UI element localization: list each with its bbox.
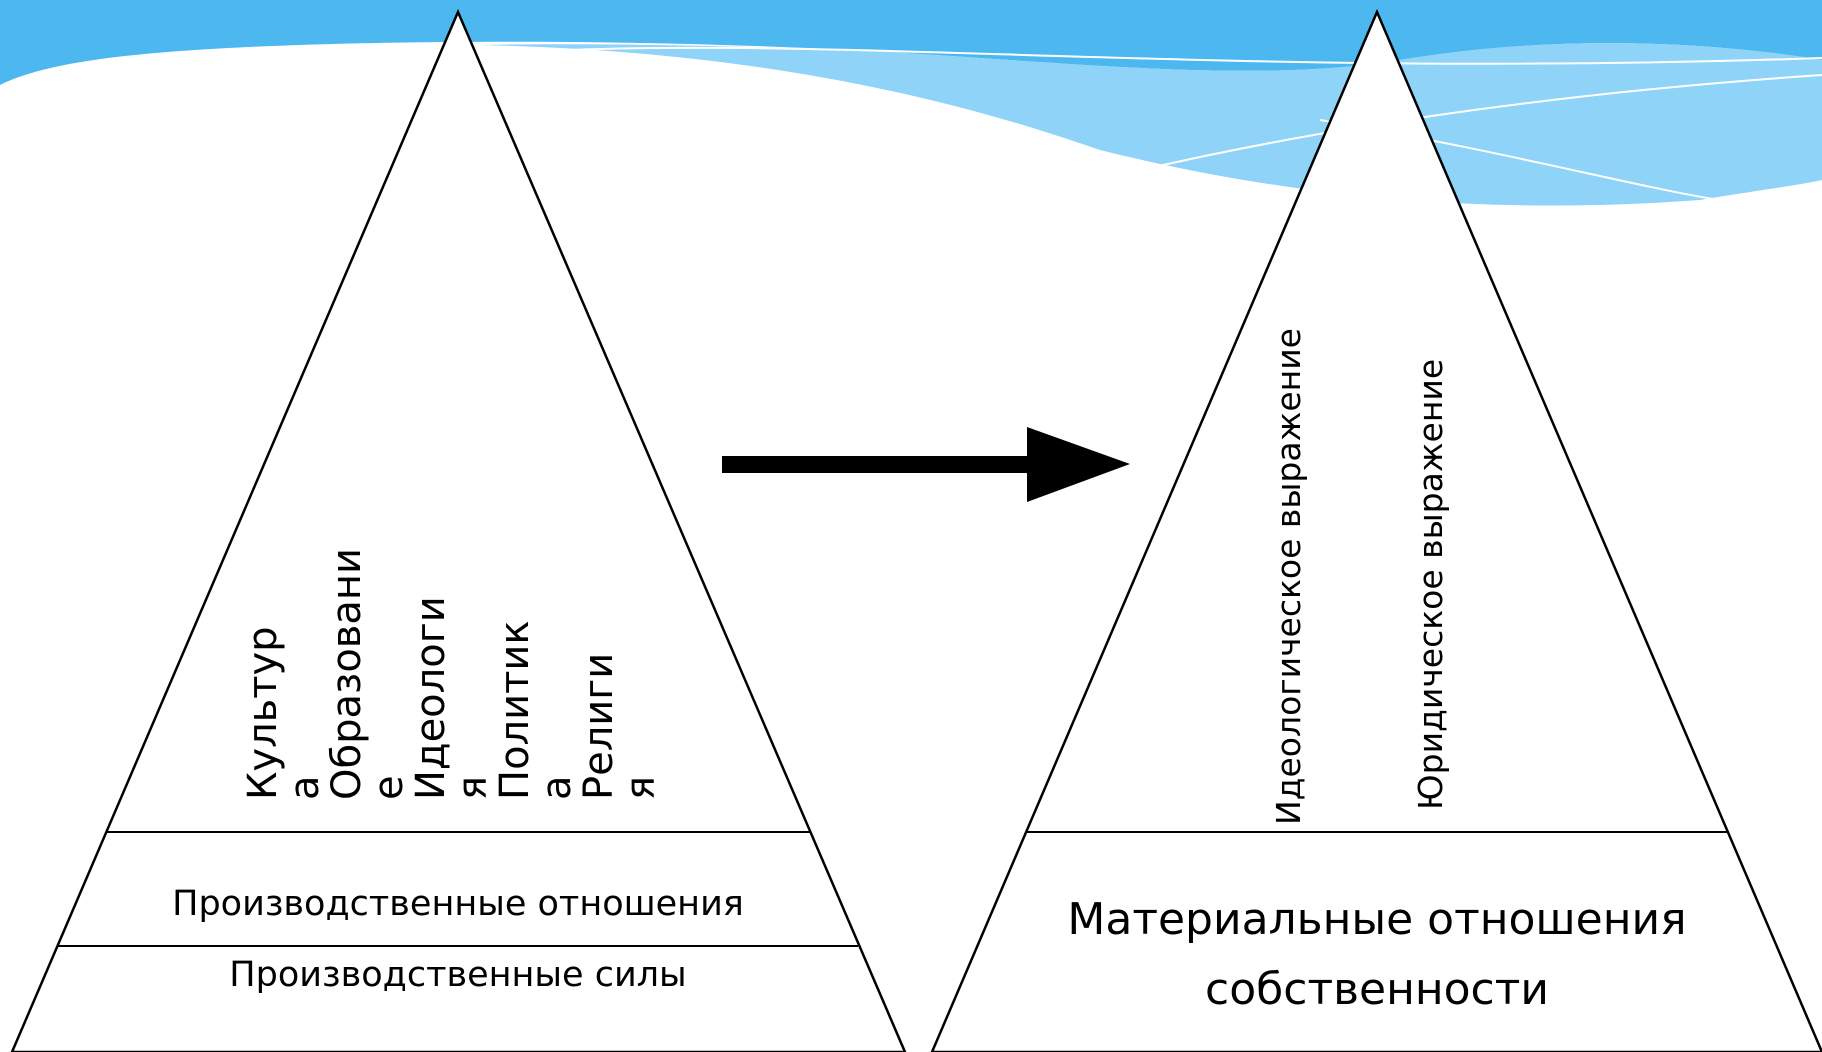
left-item-ideology: Идеологи я	[408, 596, 496, 800]
left-top-items: Культур а Образовани е Идеологи я Полити…	[240, 360, 664, 800]
right-pyramid-outline	[930, 8, 1822, 1052]
left-pyramid	[10, 8, 907, 1052]
left-item-culture: Культур а	[240, 626, 328, 800]
right-item-legal-label: Юридическое выражение	[1411, 358, 1450, 810]
left-pyramid-outline	[10, 8, 907, 1052]
right-top-item-legal: Юридическое выражение	[1411, 310, 1450, 810]
left-middle-layer-label: Производственные отношения	[172, 884, 744, 924]
header-wave-banner	[0, 0, 1822, 206]
left-item-education: Образовани е	[324, 547, 412, 800]
left-item-politics: Политик а	[492, 620, 580, 800]
right-top-item-ideological: Идеологическое выражение	[1269, 265, 1308, 825]
right-pyramid	[930, 8, 1822, 1052]
left-item-religion: Религи я	[576, 652, 664, 800]
left-bottom-layer-label: Производственные силы	[229, 955, 687, 995]
right-item-ideological-label: Идеологическое выражение	[1269, 328, 1308, 825]
arrow-right-icon	[722, 427, 1130, 502]
right-bottom-layer-label: Материальные отношения собственности	[1067, 894, 1687, 1015]
